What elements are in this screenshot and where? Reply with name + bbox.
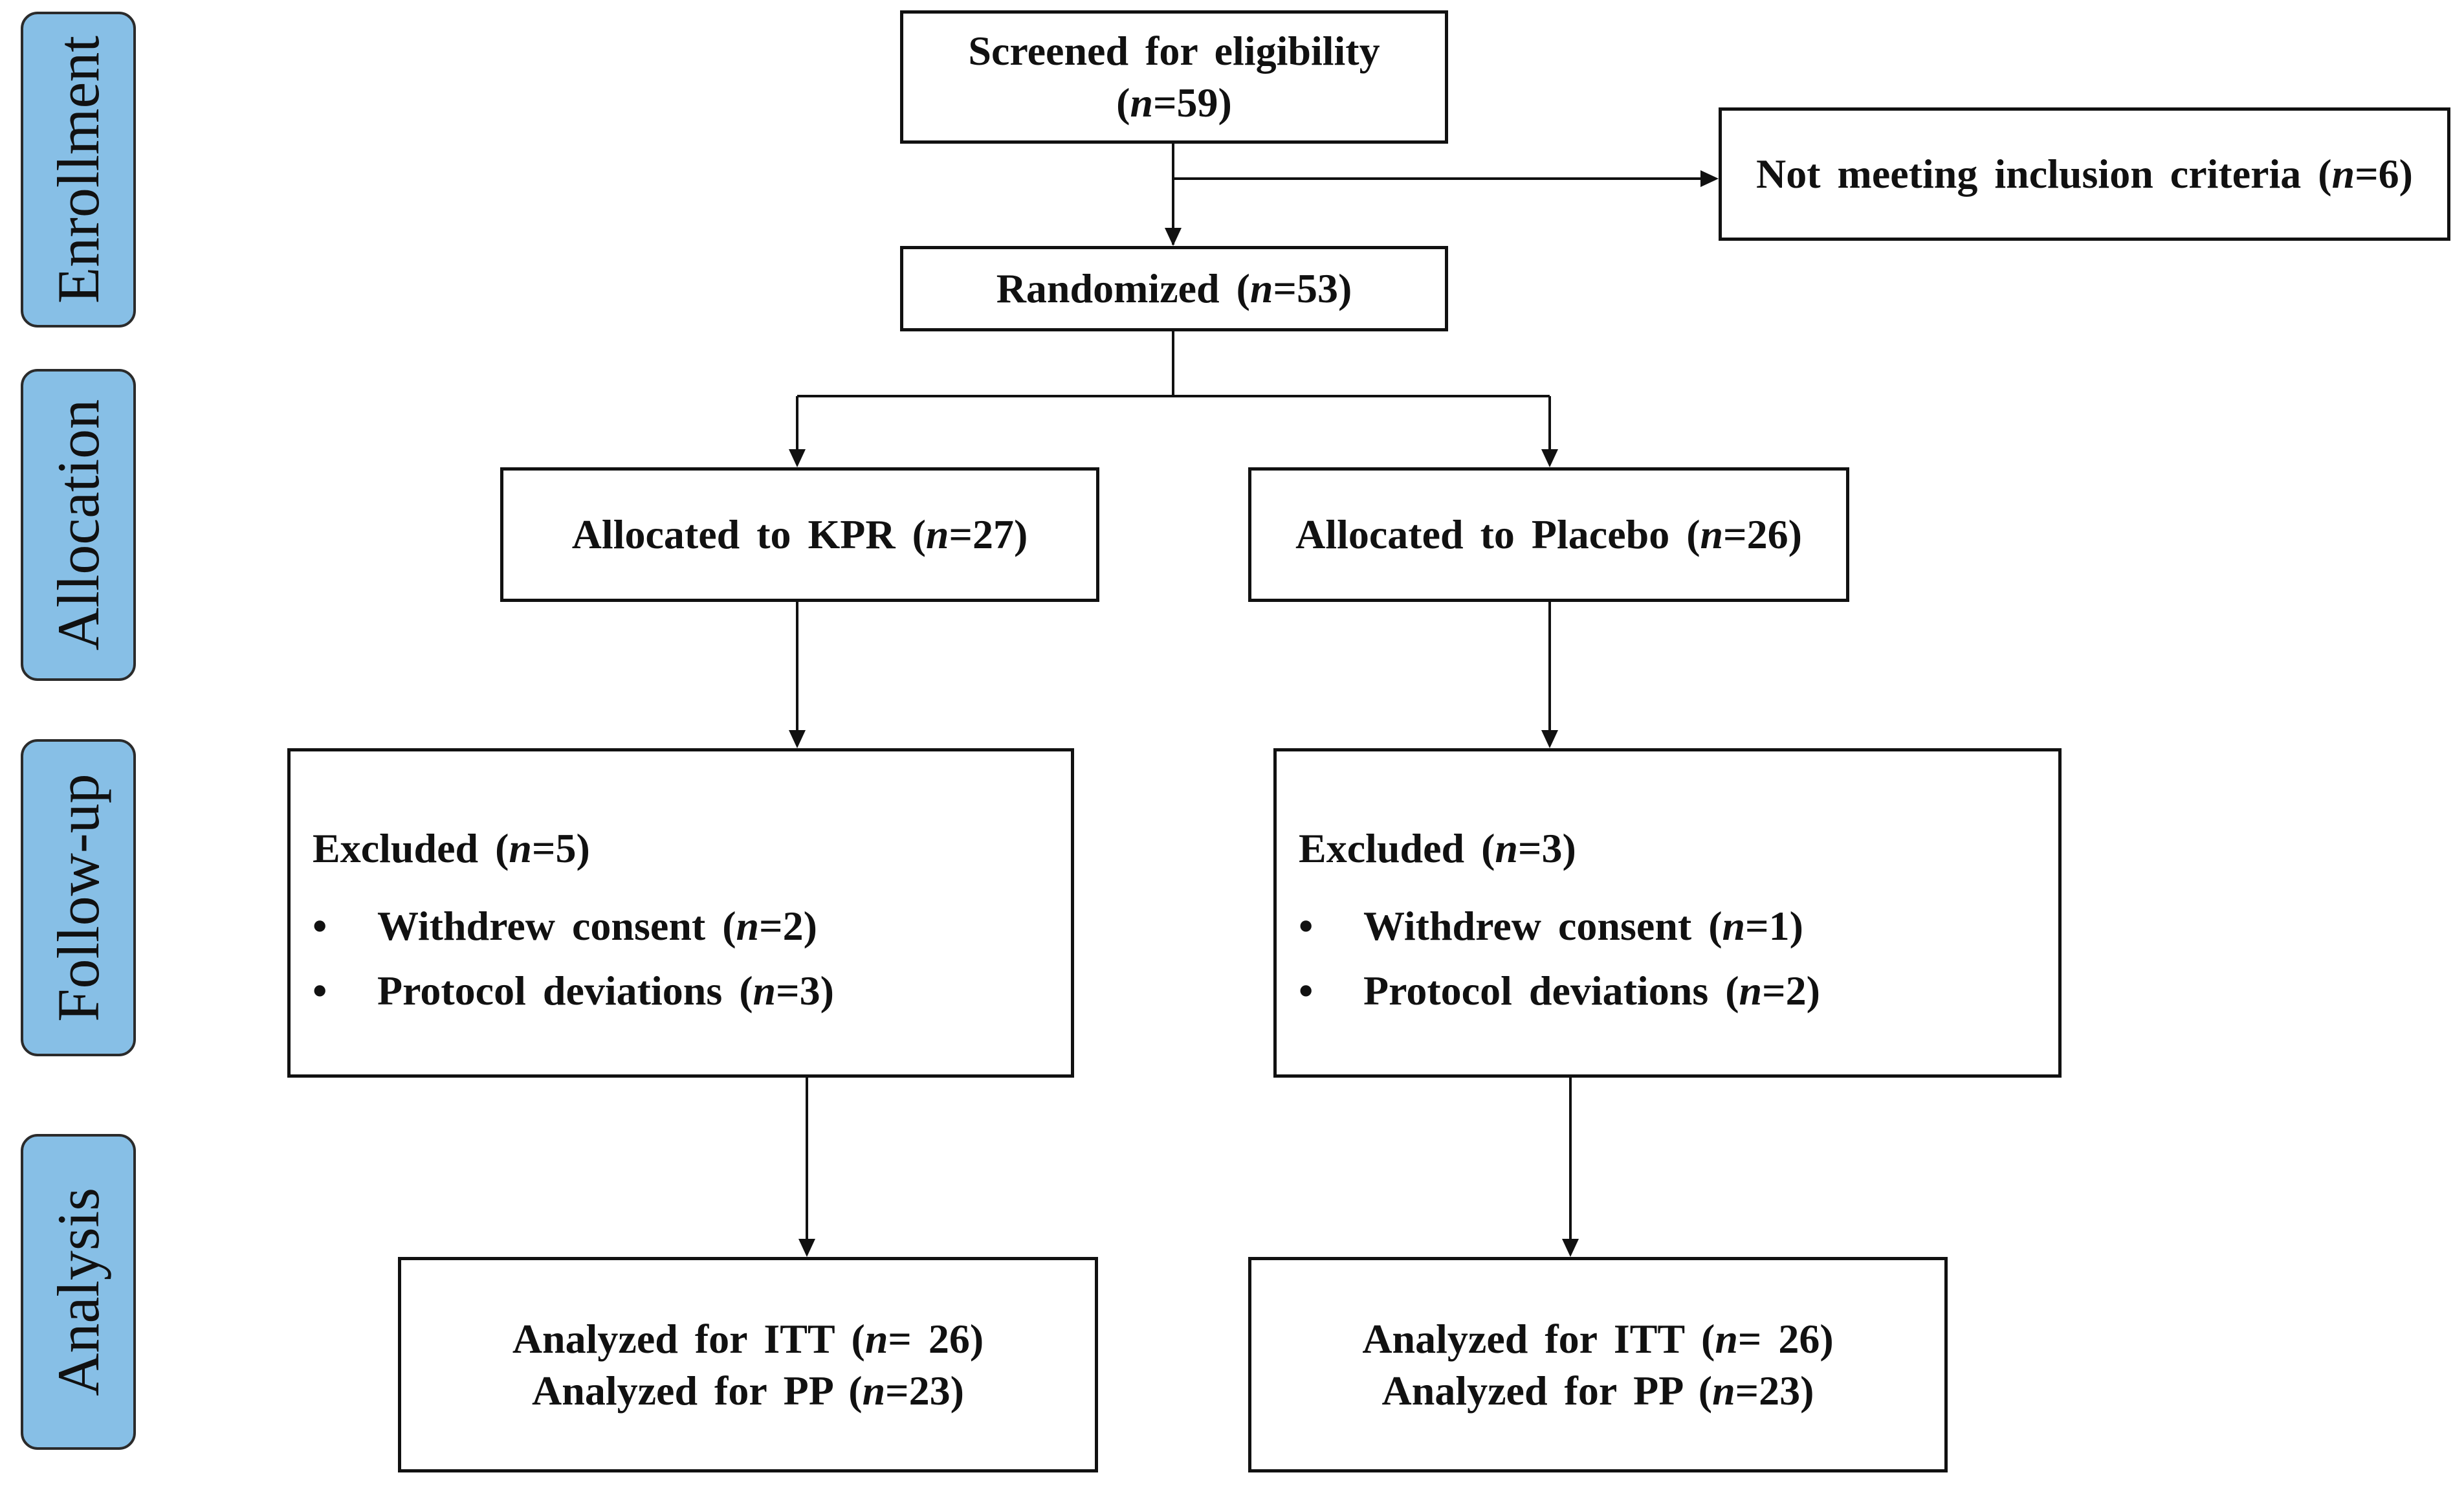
excluded-placebo-box: Excluded (n=3) •Withdrew consent (n=1) •… bbox=[1273, 748, 2062, 1078]
screened-box: Screened for eligibility (n=59) bbox=[900, 10, 1448, 144]
item-label: Withdrew consent bbox=[1363, 903, 1692, 949]
analyzed-pp-label: Analyzed for PP bbox=[1381, 1367, 1682, 1414]
item-label: Protocol deviations bbox=[377, 968, 723, 1014]
list-item: •Withdrew consent (n=2) bbox=[313, 900, 817, 952]
analyzed-pp-label: Analyzed for PP bbox=[532, 1367, 832, 1414]
n-symbol: n bbox=[864, 1315, 888, 1362]
not-meeting-text: Not meeting inclusion criteria (n=6) bbox=[1756, 151, 2413, 197]
arrowhead bbox=[1562, 1239, 1579, 1257]
n-value: =3 bbox=[776, 968, 820, 1014]
arrowhead bbox=[1700, 170, 1719, 187]
n-value: =5 bbox=[531, 825, 577, 871]
bullet-icon: • bbox=[313, 968, 327, 1014]
arrowhead bbox=[789, 730, 806, 748]
n-value: =6 bbox=[2355, 151, 2399, 197]
item-label: Withdrew consent bbox=[377, 903, 706, 949]
n-value: =3 bbox=[1517, 825, 1563, 871]
allocated-kpr-label: Allocated to KPR bbox=[571, 511, 896, 557]
n-symbol: n bbox=[925, 511, 949, 557]
randomized-box: Randomized (n=53) bbox=[900, 246, 1448, 331]
bullet-icon: • bbox=[313, 903, 327, 949]
n-symbol: n bbox=[1712, 1367, 1735, 1414]
analyzed-itt-label: Analyzed for ITT bbox=[512, 1315, 835, 1362]
n-value: =1 bbox=[1745, 903, 1790, 949]
arrowhead bbox=[1541, 730, 1558, 748]
stage-label: Analysis bbox=[45, 1188, 111, 1396]
analyzed-placebo-box: Analyzed for ITT (n= 26) Analyzed for PP… bbox=[1248, 1257, 1948, 1472]
randomized-label: Randomized bbox=[996, 265, 1220, 311]
excluded-label: Excluded bbox=[1299, 825, 1465, 871]
bullet-icon: • bbox=[1299, 903, 1314, 949]
arrowhead bbox=[789, 449, 806, 467]
arrowhead bbox=[1165, 228, 1182, 246]
item-label: Protocol deviations bbox=[1363, 968, 1709, 1014]
n-value: =27 bbox=[949, 511, 1014, 557]
n-value: =2 bbox=[759, 903, 804, 949]
n-value: =26 bbox=[1723, 511, 1788, 557]
n-symbol: n bbox=[1715, 1315, 1738, 1362]
analyzed-itt-line: Analyzed for ITT (n= 26) bbox=[512, 1315, 984, 1362]
not-meeting-label: Not meeting inclusion criteria bbox=[1756, 151, 2302, 197]
n-symbol: n bbox=[1495, 825, 1518, 871]
stage-label: Follow-up bbox=[45, 773, 111, 1022]
n-value: =23 bbox=[885, 1367, 951, 1414]
stage-analysis: Analysis bbox=[21, 1134, 136, 1450]
bullet-icon: • bbox=[1299, 968, 1314, 1014]
randomized-text: Randomized (n=53) bbox=[996, 265, 1352, 311]
allocated-kpr-text: Allocated to KPR (n=27) bbox=[571, 511, 1028, 557]
excluded-kpr-box: Excluded (n=5) •Withdrew consent (n=2) •… bbox=[287, 748, 1074, 1078]
arrowhead bbox=[798, 1239, 815, 1257]
allocated-kpr-box: Allocated to KPR (n=27) bbox=[500, 467, 1099, 602]
list-item: •Protocol deviations (n=2) bbox=[1299, 965, 1820, 1017]
n-symbol: n bbox=[1130, 80, 1154, 126]
n-symbol: n bbox=[862, 1367, 886, 1414]
n-symbol: n bbox=[736, 903, 760, 949]
screened-count: (n=59) bbox=[1116, 80, 1232, 126]
list-item: •Withdrew consent (n=1) bbox=[1299, 900, 1803, 952]
n-value: =53 bbox=[1273, 265, 1338, 311]
stage-follow-up: Follow-up bbox=[21, 739, 136, 1056]
analyzed-pp-line: Analyzed for PP (n=23) bbox=[532, 1367, 964, 1414]
n-value: = 26 bbox=[1737, 1315, 1820, 1362]
excluded-label: Excluded bbox=[313, 825, 479, 871]
n-value: =2 bbox=[1762, 968, 1807, 1014]
n-symbol: n bbox=[1739, 968, 1763, 1014]
stage-label: Enrollment bbox=[45, 36, 111, 304]
n-symbol: n bbox=[509, 825, 532, 871]
analyzed-itt-line: Analyzed for ITT (n= 26) bbox=[1362, 1315, 1834, 1362]
analyzed-itt-label: Analyzed for ITT bbox=[1362, 1315, 1684, 1362]
stage-allocation: Allocation bbox=[21, 369, 136, 681]
allocated-placebo-label: Allocated to Placebo bbox=[1295, 511, 1670, 557]
stage-enrollment: Enrollment bbox=[21, 12, 136, 328]
n-symbol: n bbox=[1700, 511, 1724, 557]
analyzed-pp-line: Analyzed for PP (n=23) bbox=[1381, 1367, 1814, 1414]
analyzed-kpr-box: Analyzed for ITT (n= 26) Analyzed for PP… bbox=[398, 1257, 1098, 1472]
screened-label: Screened for eligibility bbox=[968, 28, 1380, 74]
allocated-placebo-text: Allocated to Placebo (n=26) bbox=[1295, 511, 1802, 557]
excluded-kpr-heading: Excluded (n=5) bbox=[313, 825, 590, 871]
n-value: =23 bbox=[1735, 1367, 1801, 1414]
n-symbol: n bbox=[2331, 151, 2355, 197]
n-symbol: n bbox=[1249, 265, 1273, 311]
n-value: =59 bbox=[1153, 80, 1218, 126]
stage-label: Allocation bbox=[45, 399, 111, 651]
n-value: = 26 bbox=[888, 1315, 970, 1362]
not-meeting-box: Not meeting inclusion criteria (n=6) bbox=[1719, 107, 2450, 241]
arrowhead bbox=[1541, 449, 1558, 467]
excluded-placebo-heading: Excluded (n=3) bbox=[1299, 825, 1576, 871]
n-symbol: n bbox=[1722, 903, 1746, 949]
allocated-placebo-box: Allocated to Placebo (n=26) bbox=[1248, 467, 1849, 602]
list-item: •Protocol deviations (n=3) bbox=[313, 965, 834, 1017]
n-symbol: n bbox=[753, 968, 776, 1014]
